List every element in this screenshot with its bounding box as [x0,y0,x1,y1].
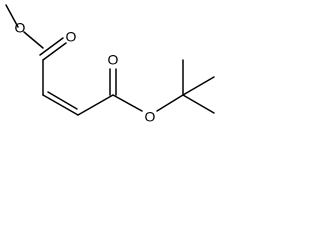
atom-label-ester-oxygen-right: O [145,109,156,125]
bond-alkene-double-inner [47,91,78,110]
bond-ester-oxygen-left-to-carbonyl-carbon-left [23,31,44,49]
atom-label-ester-oxygen-left: O [15,20,26,36]
bond-alkene-double-outer [42,94,79,116]
bond-carbonyl-left-double-outer [42,42,67,61]
bond-vinyl-carbon-to-carbonyl-right [77,94,114,116]
skeletal-structure-diagram: O O O O [5,4,215,125]
bond-tert-butyl-methyl-down [182,94,215,114]
bond-tert-butyl-methyl-right [182,76,215,96]
atom-label-carbonyl-oxygen-right: O [108,52,119,68]
bond-carbonyl-right-to-ester-oxygen-right [112,94,143,112]
atom-label-carbonyl-oxygen-left: O [66,29,77,45]
bond-carbonyl-left-double-inner [39,37,64,56]
bond-ester-oxygen-right-to-quaternary-carbon [156,94,184,112]
bond-methyl-to-ester-oxygen-left [5,4,19,28]
